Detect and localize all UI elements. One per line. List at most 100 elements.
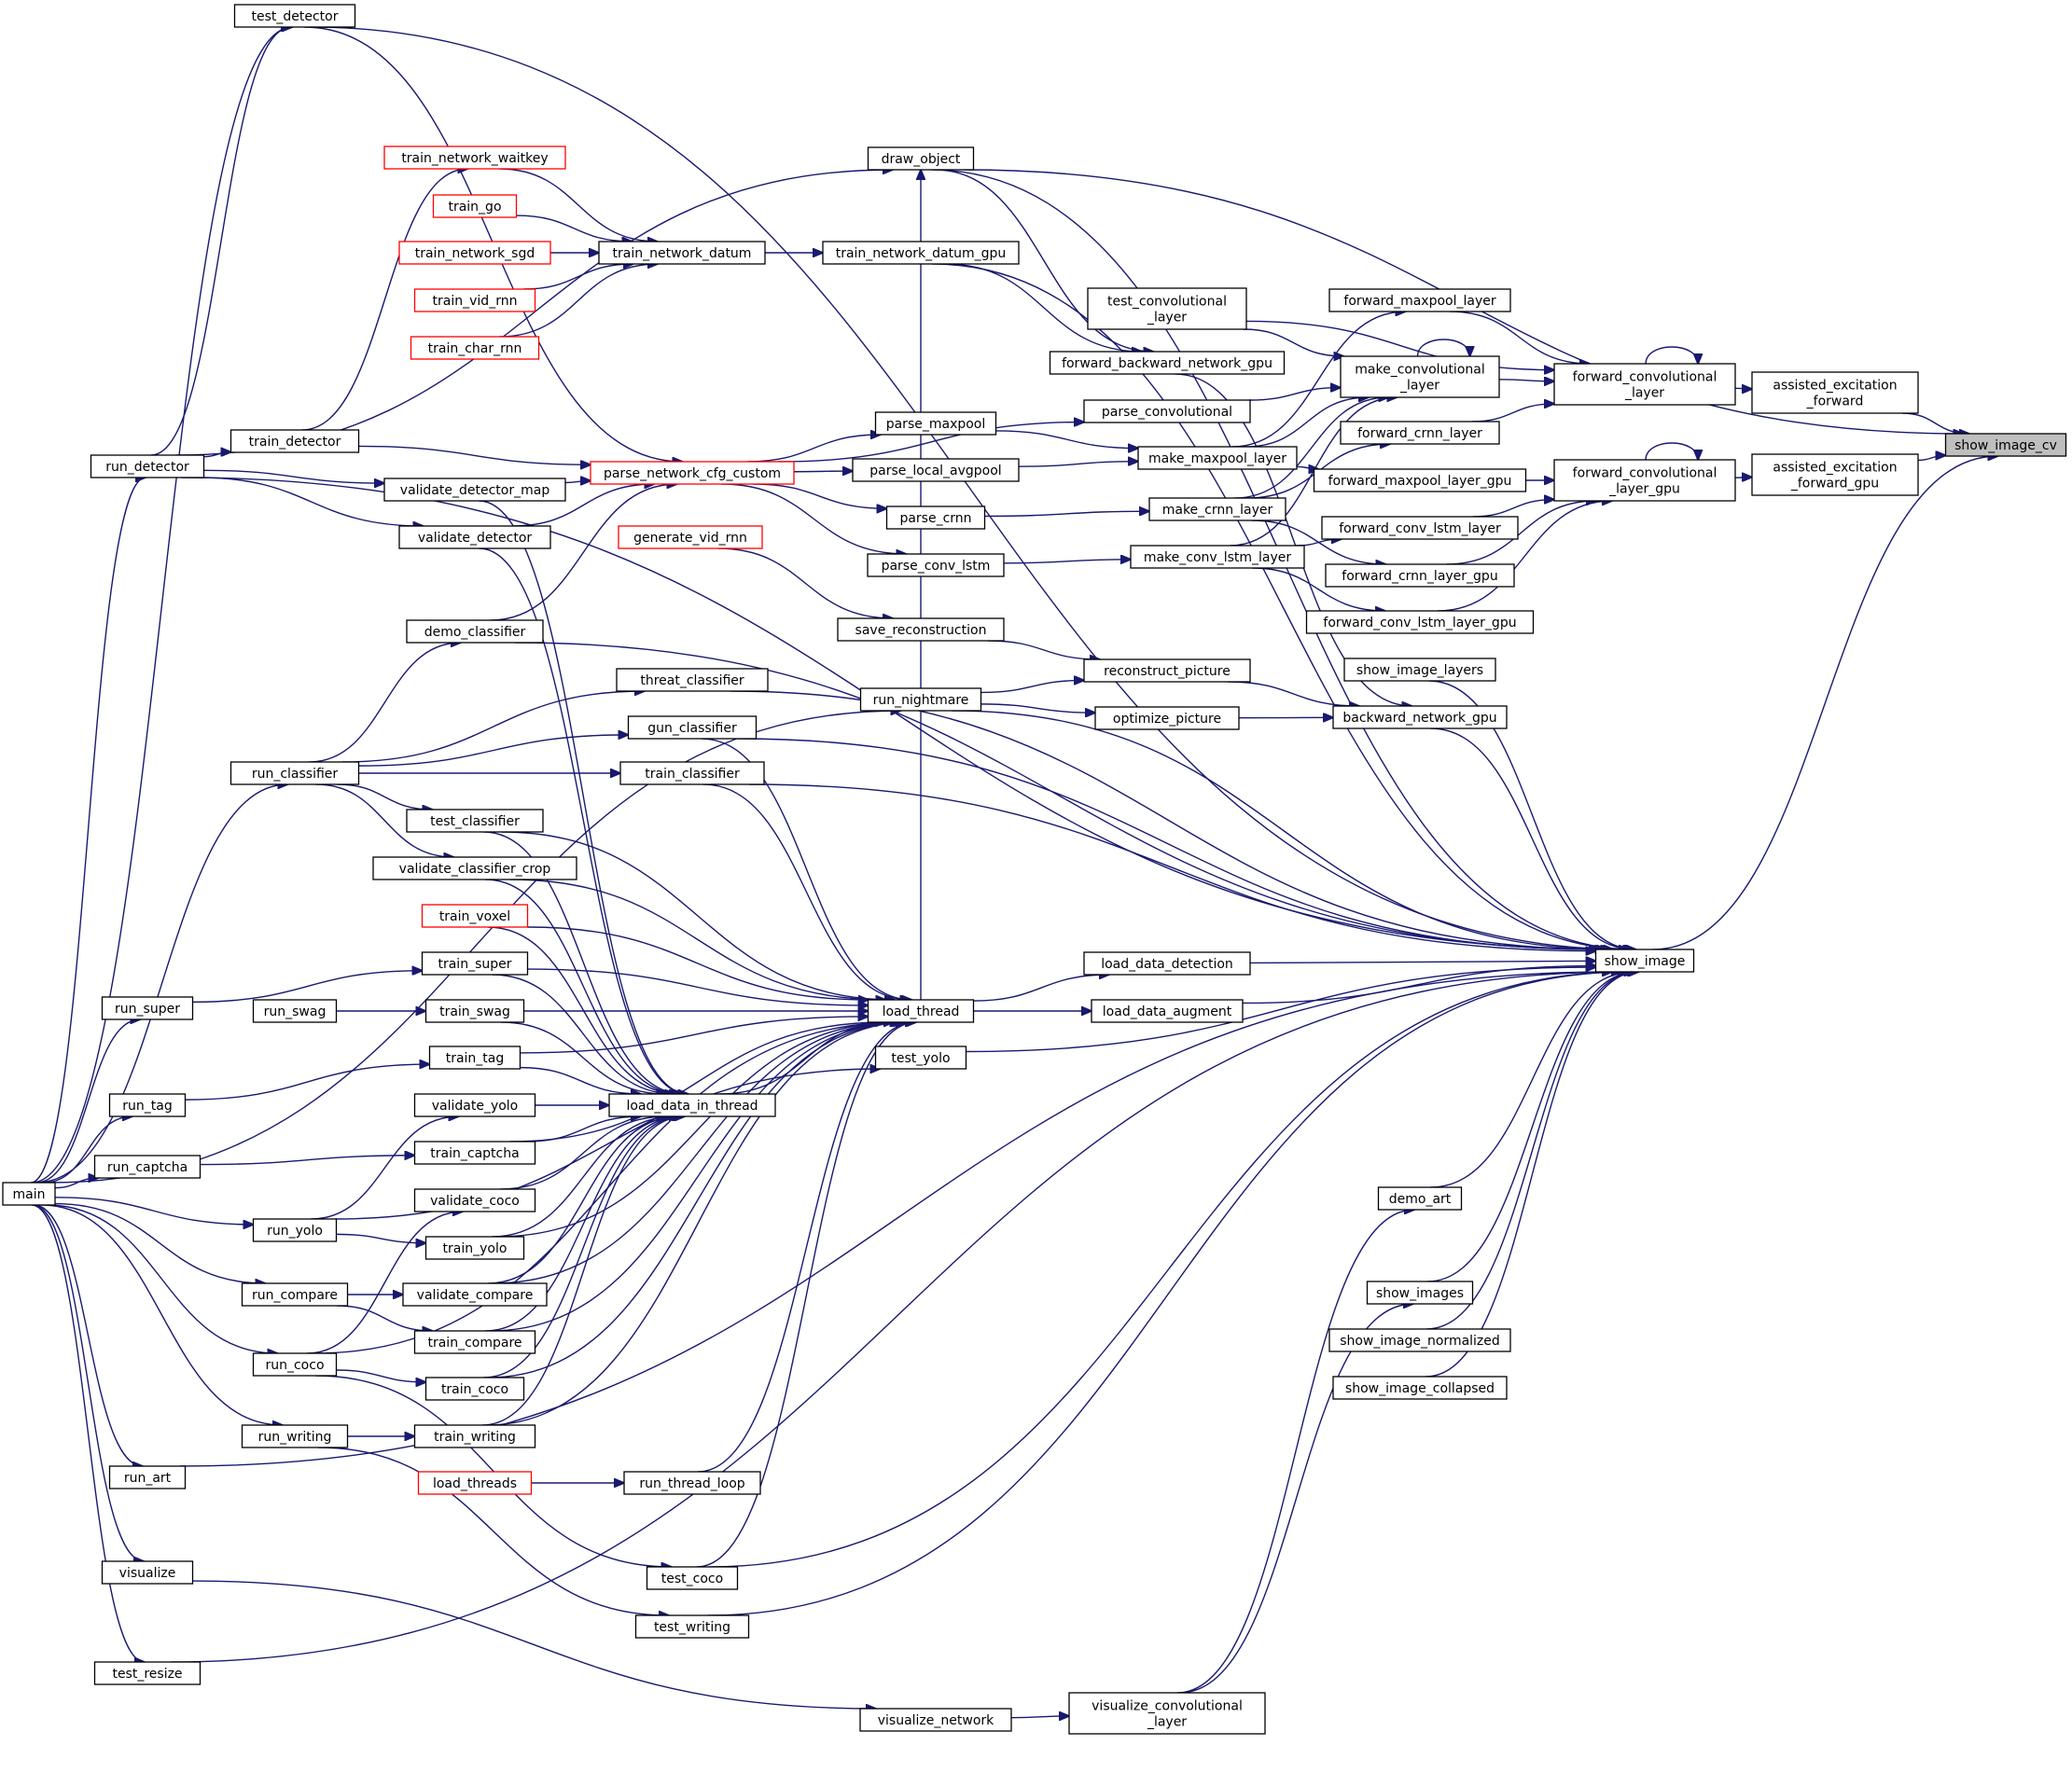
node-box[interactable]: [413, 1093, 536, 1117]
node-run-swag[interactable]: run_swag: [252, 999, 338, 1023]
node-train-coco[interactable]: train_coco: [424, 1377, 525, 1401]
node-assisted-excitation-forward[interactable]: assisted_excitation_forward: [1751, 371, 1919, 414]
node-box[interactable]: [383, 478, 566, 502]
node-box[interactable]: [241, 1282, 349, 1307]
node-gun-classifier[interactable]: gun_classifier: [627, 715, 758, 740]
node-test-coco[interactable]: test_coco: [646, 1566, 739, 1590]
node-parse-crnn[interactable]: parse_crnn: [885, 506, 986, 530]
node-main[interactable]: main: [2, 1182, 56, 1206]
node-box[interactable]: [1305, 610, 1535, 634]
node-validate-compare[interactable]: validate_compare: [402, 1282, 548, 1307]
node-forward-conv-lstm-layer[interactable]: forward_conv_lstm_layer: [1321, 516, 1519, 540]
node-box[interactable]: [867, 999, 975, 1023]
node-generate-vid-rnn[interactable]: generate_vid_rnn: [618, 525, 763, 549]
node-visualize-convolutional-layer[interactable]: visualize_convolutional_layer: [1068, 1692, 1266, 1735]
node-box[interactable]: [1332, 705, 1508, 729]
node-train-network-sgd[interactable]: train_network_sgd: [398, 241, 551, 265]
node-box[interactable]: [1087, 287, 1247, 330]
node-forward-maxpool-layer[interactable]: forward_maxpool_layer: [1328, 288, 1511, 312]
node-box[interactable]: [627, 715, 758, 740]
node-box[interactable]: [619, 761, 765, 785]
node-forward-crnn-layer[interactable]: forward_crnn_layer: [1340, 421, 1500, 445]
node-box[interactable]: [402, 1282, 548, 1307]
node-make-convolutional-layer[interactable]: make_convolutional_layer: [1340, 355, 1500, 398]
node-test-writing[interactable]: test_writing: [634, 1614, 750, 1639]
node-load-data-augment[interactable]: load_data_augment: [1091, 999, 1244, 1023]
node-visualize[interactable]: visualize: [101, 1560, 194, 1585]
node-box[interactable]: [1094, 706, 1240, 730]
node-box[interactable]: [1091, 999, 1244, 1023]
node-run-detector[interactable]: run_detector: [90, 454, 205, 478]
node-box[interactable]: [424, 1377, 525, 1401]
node-box[interactable]: [867, 553, 1005, 577]
node-load-data-detection[interactable]: load_data_detection: [1083, 951, 1251, 976]
node-train-go[interactable]: train_go: [432, 194, 518, 218]
node-box[interactable]: [874, 1046, 967, 1070]
node-box[interactable]: [598, 241, 766, 265]
node-optimize-picture[interactable]: optimize_picture: [1094, 706, 1240, 730]
node-box[interactable]: [252, 999, 338, 1023]
node-box[interactable]: [1340, 421, 1500, 445]
node-box[interactable]: [101, 1560, 194, 1585]
node-box[interactable]: [618, 525, 763, 549]
node-box[interactable]: [421, 904, 529, 928]
node-box[interactable]: [616, 668, 769, 692]
node-test-detector[interactable]: test_detector: [233, 4, 356, 28]
node-box[interactable]: [822, 241, 1020, 265]
node-box[interactable]: [1083, 951, 1251, 976]
node-train-network-waitkey[interactable]: train_network_waitkey: [383, 145, 566, 170]
node-box[interactable]: [859, 687, 982, 712]
node-train-network-datum[interactable]: train_network_datum: [598, 241, 766, 265]
node-box[interactable]: [424, 999, 525, 1023]
node-box[interactable]: [1343, 658, 1496, 682]
node-forward-backward-network-gpu[interactable]: forward_backward_network_gpu: [1049, 351, 1286, 375]
node-box[interactable]: [837, 617, 1005, 642]
node-train-detector[interactable]: train_detector: [229, 429, 360, 453]
node-box[interactable]: [93, 1661, 202, 1685]
node-forward-conv-lstm-layer-gpu[interactable]: forward_conv_lstm_layer_gpu: [1305, 610, 1535, 634]
node-box[interactable]: [608, 1093, 776, 1117]
node-box[interactable]: [252, 1352, 338, 1377]
node-run-super[interactable]: run_super: [101, 996, 194, 1020]
node-forward-maxpool-layer-gpu[interactable]: forward_maxpool_layer_gpu: [1313, 468, 1527, 492]
node-box[interactable]: [1328, 1328, 1511, 1352]
node-box[interactable]: [413, 1330, 536, 1354]
node-box[interactable]: [421, 951, 529, 976]
node-train-vid-rnn[interactable]: train_vid_rnn: [413, 288, 536, 312]
node-validate-detector[interactable]: validate_detector: [398, 525, 551, 549]
node-box[interactable]: [859, 1708, 1012, 1732]
node-box[interactable]: [852, 458, 1020, 482]
node-train-char-rnn[interactable]: train_char_rnn: [410, 336, 540, 360]
node-visualize-network[interactable]: visualize_network: [859, 1708, 1012, 1732]
node-box[interactable]: [101, 996, 194, 1020]
node-box[interactable]: [229, 429, 360, 453]
node-box[interactable]: [428, 1046, 521, 1070]
node-box[interactable]: [1751, 371, 1919, 414]
node-box[interactable]: [1068, 1692, 1266, 1735]
node-box[interactable]: [1083, 658, 1251, 683]
node-make-conv-lstm-layer[interactable]: make_conv_lstm_layer: [1130, 545, 1305, 569]
node-test-resize[interactable]: test_resize: [93, 1661, 202, 1685]
node-box[interactable]: [2, 1182, 56, 1206]
node-box[interactable]: [410, 336, 540, 360]
node-box[interactable]: [413, 288, 536, 312]
node-test-classifier[interactable]: test_classifier: [406, 809, 544, 833]
node-box[interactable]: [874, 411, 997, 436]
node-box[interactable]: [1049, 351, 1286, 375]
node-validate-detector-map[interactable]: validate_detector_map: [383, 478, 566, 502]
node-reconstruct-picture[interactable]: reconstruct_picture: [1083, 658, 1251, 683]
node-box[interactable]: [417, 1471, 533, 1495]
node-box[interactable]: [406, 619, 544, 644]
node-parse-conv-lstm[interactable]: parse_conv_lstm: [867, 553, 1005, 577]
node-run-tag[interactable]: run_tag: [108, 1093, 187, 1117]
node-validate-classifier-crop[interactable]: validate_classifier_crop: [372, 856, 577, 880]
node-train-swag[interactable]: train_swag: [424, 999, 525, 1023]
node-box[interactable]: [1130, 545, 1305, 569]
node-box[interactable]: [623, 1471, 761, 1495]
node-assisted-excitation-forward-gpu[interactable]: assisted_excitation_forward_gpu: [1751, 453, 1919, 496]
node-box[interactable]: [413, 1424, 536, 1448]
node-box[interactable]: [432, 194, 518, 218]
node-box[interactable]: [90, 454, 205, 478]
node-run-compare[interactable]: run_compare: [241, 1282, 349, 1307]
node-box[interactable]: [590, 461, 795, 485]
